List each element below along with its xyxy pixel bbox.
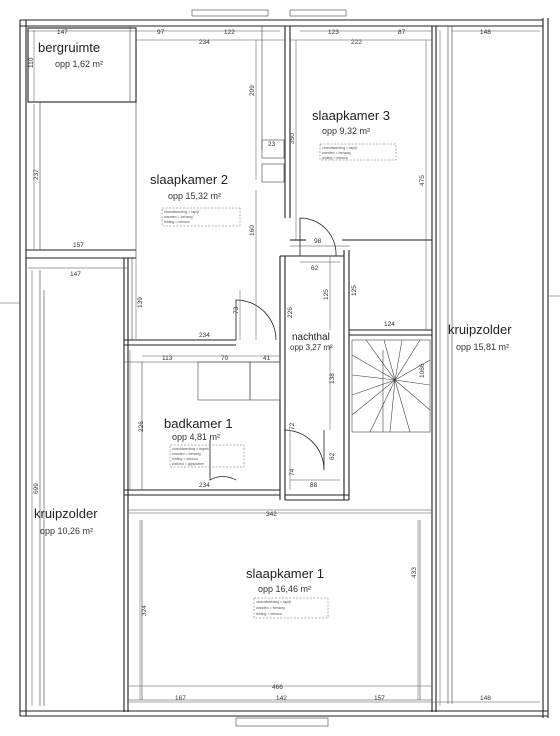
dim-label: 122 (224, 29, 235, 36)
dim-label: 237 (33, 169, 40, 180)
note-slaapkamer3: leiding = inbouw (322, 156, 348, 160)
dim-label: 72 (289, 422, 296, 430)
note-slaapkamer2: wanden = behang (164, 215, 193, 219)
note-slaapkamer2: vloerafwerking = tapijt (164, 210, 199, 214)
dim-label: 88 (310, 482, 318, 489)
dim-label: 1066 (419, 363, 426, 378)
note-slaapkamer1: leiding = inbouw (256, 612, 282, 616)
dim-label: 226 (138, 421, 145, 432)
room-area-badkamer1: opp 4,81 m² (172, 432, 220, 442)
note-badkamer1: wanden = behang (172, 452, 201, 456)
room-area-nachthal: opp 3,27 m² (290, 343, 333, 352)
dim-label: 222 (351, 39, 362, 46)
note-slaapkamer3: wanden = behang (322, 151, 351, 155)
room-name-slaapkamer3: slaapkamer 3 (312, 108, 390, 123)
dim-label: 138 (329, 373, 336, 384)
room-area-slaapkamer1: opp 16,46 m² (258, 584, 311, 594)
room-name-nachthal: nachthal (292, 332, 330, 343)
note-slaapkamer2: leiding = inbouw (164, 220, 190, 224)
note-slaapkamer3: vloerafwerking = tapijt (322, 146, 357, 150)
room-area-kruipzolder-right: opp 15,81 m² (456, 342, 509, 352)
note-badkamer1: plafond = gipsplaten (172, 462, 204, 466)
dim-label: 475 (419, 175, 426, 186)
dim-label: 342 (266, 511, 277, 518)
note-badkamer1: leiding = inbouw (172, 457, 198, 461)
room-area-slaapkamer3: opp 9,32 m² (322, 126, 370, 136)
dim-label: 350 (289, 133, 296, 144)
dim-label: 97 (157, 29, 165, 36)
dim-label: 466 (272, 684, 283, 691)
dim-label: 147 (57, 29, 68, 36)
dim-label: 148 (480, 29, 491, 36)
dim-label: 209 (249, 85, 256, 96)
room-name-bergruimte: bergruimte (38, 40, 100, 55)
dim-label: 157 (374, 695, 385, 702)
room-name-kruipzolder-right: kruipzolder (448, 322, 512, 337)
dim-label: 110 (28, 57, 35, 68)
dim-label: 74 (289, 468, 296, 476)
dim-label: 139 (137, 297, 144, 308)
room-labels: bergruimte opp 1,62 m² slaapkamer 3 opp … (34, 40, 512, 619)
room-area-slaapkamer2: opp 15,32 m² (168, 191, 221, 201)
dimension-lines (0, 30, 560, 706)
room-area-bergruimte: opp 1,62 m² (55, 59, 103, 69)
dim-label: 157 (73, 242, 84, 249)
room-name-badkamer1: badkamer 1 (164, 416, 233, 431)
note-slaapkamer1: vloerafwerking = tapijt (256, 600, 291, 604)
dim-label: 124 (384, 321, 395, 328)
dim-label: 62 (311, 265, 319, 272)
dim-label: 125 (351, 285, 358, 296)
doors (209, 217, 337, 481)
dim-label: 147 (70, 271, 81, 278)
dim-label: 234 (199, 39, 210, 46)
dim-label: 87 (398, 29, 406, 36)
dim-label: 234 (199, 482, 210, 489)
dim-label: 167 (175, 695, 186, 702)
dim-label: 160 (249, 225, 256, 236)
note-badkamer1: vloerafwerking = tegels (172, 447, 209, 451)
dim-label: 148 (480, 695, 491, 702)
room-name-slaapkamer1: slaapkamer 1 (246, 566, 324, 581)
dim-label: 324 (141, 605, 148, 616)
dim-label: 433 (411, 567, 418, 578)
dim-label: 699 (33, 483, 40, 494)
dim-label: 226 (287, 307, 294, 318)
dimension-labels: 147 97 122 123 87 148 234 222 110 237 20… (28, 29, 491, 702)
dim-label: 234 (199, 332, 210, 339)
dim-label: 70 (221, 355, 229, 362)
dim-label: 41 (263, 355, 271, 362)
dim-label: 113 (162, 355, 173, 362)
dim-label: 62 (329, 452, 336, 460)
dim-label: 23 (268, 141, 276, 148)
dim-label: 98 (314, 238, 322, 245)
dim-label: 123 (328, 29, 339, 36)
dim-label: 73 (233, 306, 240, 314)
room-name-kruipzolder-left: kruipzolder (34, 506, 98, 521)
dim-label: 142 (276, 695, 287, 702)
room-area-kruipzolder-left: opp 10,26 m² (40, 526, 93, 536)
room-name-slaapkamer2: slaapkamer 2 (150, 172, 228, 187)
dim-label: 125 (323, 289, 330, 300)
note-slaapkamer1: wanden = behang (256, 606, 285, 610)
walls (19, 9, 549, 727)
